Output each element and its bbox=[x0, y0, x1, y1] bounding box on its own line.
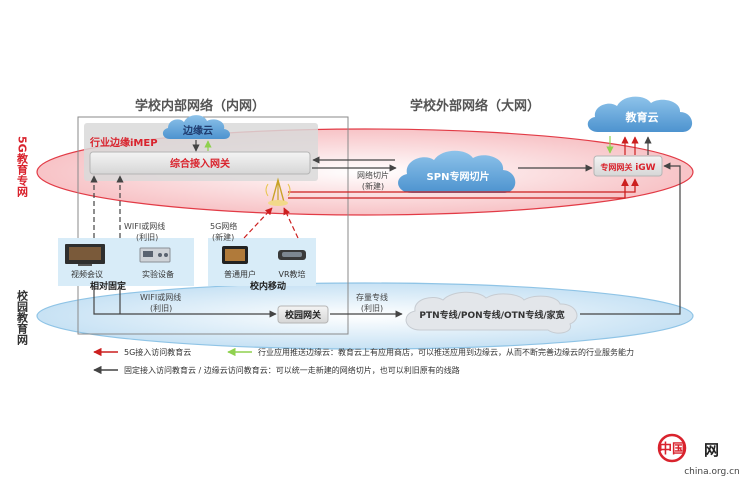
wifi-upper-label-line1: WIFI或网线 bbox=[124, 221, 165, 231]
antenna-icon bbox=[265, 177, 291, 206]
outer-network-header: 学校外部网络（大网） bbox=[410, 98, 540, 114]
stock-line-label-line1: 存量专线 bbox=[356, 292, 388, 302]
private-gateway-label-prefix: 专网网关 bbox=[600, 162, 635, 172]
lab-device-label: 实验设备 bbox=[142, 269, 174, 279]
private-gateway-label: 专网网关 iGW bbox=[600, 162, 655, 173]
side-label-5g-text: 5G教育专网 bbox=[16, 136, 30, 197]
5g-to-igw-red-path-2 bbox=[288, 178, 639, 193]
vr-device[interactable]: VR教培 bbox=[278, 250, 306, 279]
inner-network-header: 学校内部网络（内网） bbox=[135, 98, 265, 114]
private-gateway-box[interactable] bbox=[593, 155, 663, 177]
spn-slice-label: SPN专网切片 bbox=[427, 170, 490, 183]
logo-seal-icon bbox=[657, 433, 687, 463]
access-gateway-box[interactable] bbox=[89, 151, 311, 175]
g5-label-line1: 5G网络 bbox=[210, 221, 237, 231]
mep-label: 行业边缘iMEP bbox=[89, 136, 158, 149]
ptn-cloud[interactable]: PTN专线/PON专线/OTN专线/家宽 bbox=[405, 291, 578, 334]
devices-to-campus-gw-path bbox=[93, 286, 277, 318]
5g-to-igw-red-path bbox=[288, 178, 629, 199]
normal-user-device[interactable]: 普通用户 bbox=[222, 246, 256, 279]
private-gateway-label-suffix: iGW bbox=[635, 163, 655, 173]
legend-green-text: 行业应用推送边缘云：教育云上有应用商店，可以推送应用到边缘云，从而不断完善边缘云… bbox=[258, 347, 634, 357]
slice-label-line1: 网络切片 bbox=[357, 170, 389, 180]
edu-cloud[interactable]: 教育云 bbox=[587, 96, 693, 132]
china-org-logo[interactable]: 中国 网 china.org.cn bbox=[657, 433, 739, 477]
campus-gateway-box[interactable] bbox=[277, 305, 329, 324]
legend-dark-text: 固定接入访问教育云 / 边缘云访问教育云：可以统一走新建的网络切片，也可以利旧原… bbox=[124, 365, 460, 375]
mobile-group-label: 校内移动 bbox=[250, 280, 286, 292]
side-label-5g: 5G教育专网 bbox=[16, 136, 30, 197]
access-gateway-label: 综合接入网关 bbox=[170, 157, 230, 170]
user-to-antenna-dashed bbox=[243, 207, 273, 239]
inner-network-box bbox=[77, 116, 349, 335]
g5-label-line2: (新建) bbox=[212, 232, 234, 242]
slice-label-line2: (新建) bbox=[362, 181, 384, 191]
stock-line-label-line2: (利旧) bbox=[361, 303, 383, 313]
ptn-label: PTN专线/PON专线/OTN专线/家宽 bbox=[419, 309, 564, 321]
logo-suffix: 网 bbox=[704, 441, 719, 459]
logo-mark: 中国 bbox=[659, 441, 685, 457]
normal-user-label: 普通用户 bbox=[224, 269, 256, 279]
edge-cloud-label: 边缘云 bbox=[182, 124, 213, 137]
ptn-to-igw-path bbox=[580, 162, 681, 315]
spn-slice-cloud[interactable]: SPN专网切片 bbox=[398, 150, 516, 193]
legend-red-text: 5G接入访问教育云 bbox=[124, 347, 191, 357]
side-label-campus-text: 校园教育网 bbox=[16, 289, 30, 346]
wifi-lower-label-line2: (利旧) bbox=[150, 303, 172, 313]
side-label-campus: 校园教育网 bbox=[16, 289, 30, 346]
video-conference-label: 视频会议 bbox=[71, 269, 103, 279]
video-conference-device[interactable]: 视频会议 bbox=[65, 244, 105, 279]
campus-gateway-label: 校园网关 bbox=[285, 309, 321, 321]
vr-label: VR教培 bbox=[278, 269, 305, 279]
logo-url: china.org.cn bbox=[684, 467, 739, 477]
edu-cloud-label: 教育云 bbox=[625, 110, 659, 124]
fixed-group-label: 相对固定 bbox=[90, 280, 127, 292]
legend: 5G接入访问教育云 行业应用推送边缘云：教育云上有应用商店，可以推送应用到边缘云… bbox=[93, 347, 634, 375]
wifi-lower-label-line1: WIFI或网线 bbox=[140, 292, 181, 302]
wifi-upper-label-line2: (利旧) bbox=[136, 232, 158, 242]
edge-cloud[interactable]: 边缘云 bbox=[162, 115, 230, 139]
vr-to-antenna-dashed bbox=[283, 207, 299, 239]
lab-device[interactable]: 实验设备 bbox=[139, 247, 174, 279]
